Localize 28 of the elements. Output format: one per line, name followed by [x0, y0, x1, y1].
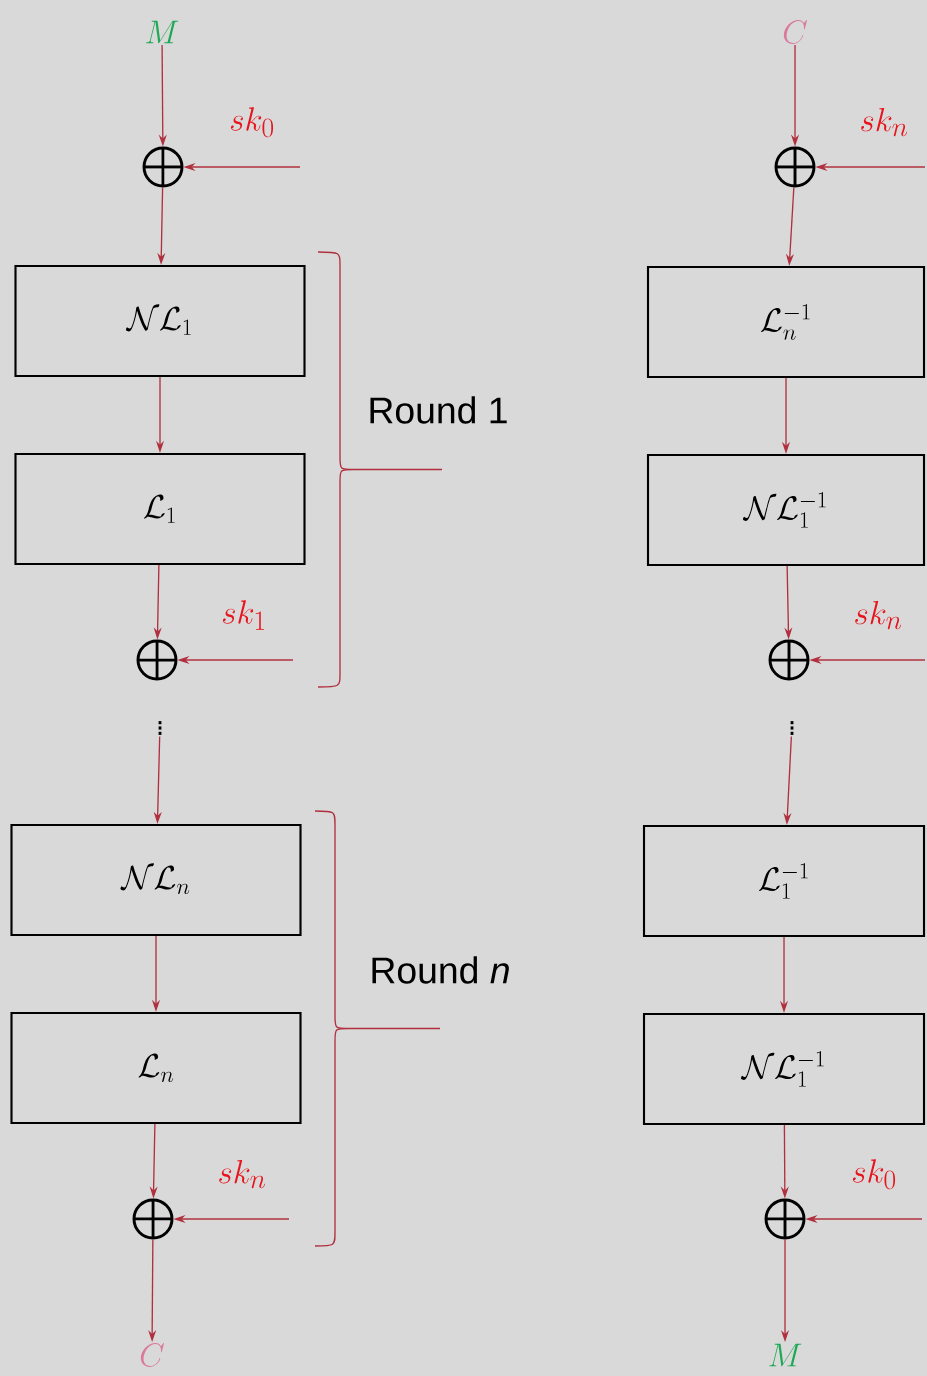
key-label: $sk_n$ — [855, 601, 902, 630]
ellipsis: $\vdots$ — [790, 721, 794, 735]
xor-symbol — [142, 146, 184, 188]
variable-label: $M$ — [769, 1343, 802, 1367]
key-label: $sk_1$ — [222, 600, 265, 630]
variable-label: $M$ — [146, 20, 179, 44]
xor-symbol — [774, 146, 816, 188]
key-label: $sk_0$ — [230, 107, 274, 138]
process-box: $\mathcal{L}_1^{-1}$ — [642, 824, 926, 938]
process-box: $\mathcal{N}\mathcal{L}_1$ — [14, 264, 306, 378]
process-box: $\mathcal{L}_1$ — [14, 452, 306, 566]
key-label: $sk_n$ — [219, 1160, 266, 1189]
round-label: Round 1 — [370, 396, 507, 424]
variable-label: $C$ — [140, 1343, 164, 1368]
xor-symbol — [764, 1198, 806, 1240]
ellipsis: $\vdots$ — [158, 721, 162, 735]
key-label: $sk_0$ — [852, 1159, 896, 1190]
xor-symbol — [136, 639, 178, 681]
round-label: Round n — [372, 956, 509, 984]
xor-symbol — [768, 639, 810, 681]
process-box: $\mathcal{L}_n^{-1}$ — [646, 265, 926, 379]
key-label: $sk_n$ — [861, 108, 908, 137]
variable-label: $C$ — [783, 19, 807, 44]
xor-symbol — [132, 1198, 174, 1240]
process-box: $\mathcal{N}\mathcal{L}_n$ — [10, 823, 302, 937]
process-box: $\mathcal{L}_n$ — [10, 1011, 302, 1125]
process-box: $\mathcal{N}\mathcal{L}_1^{-1}$ — [646, 453, 926, 567]
process-box: $\mathcal{N}\mathcal{L}_1^{-1}$ — [642, 1012, 926, 1126]
